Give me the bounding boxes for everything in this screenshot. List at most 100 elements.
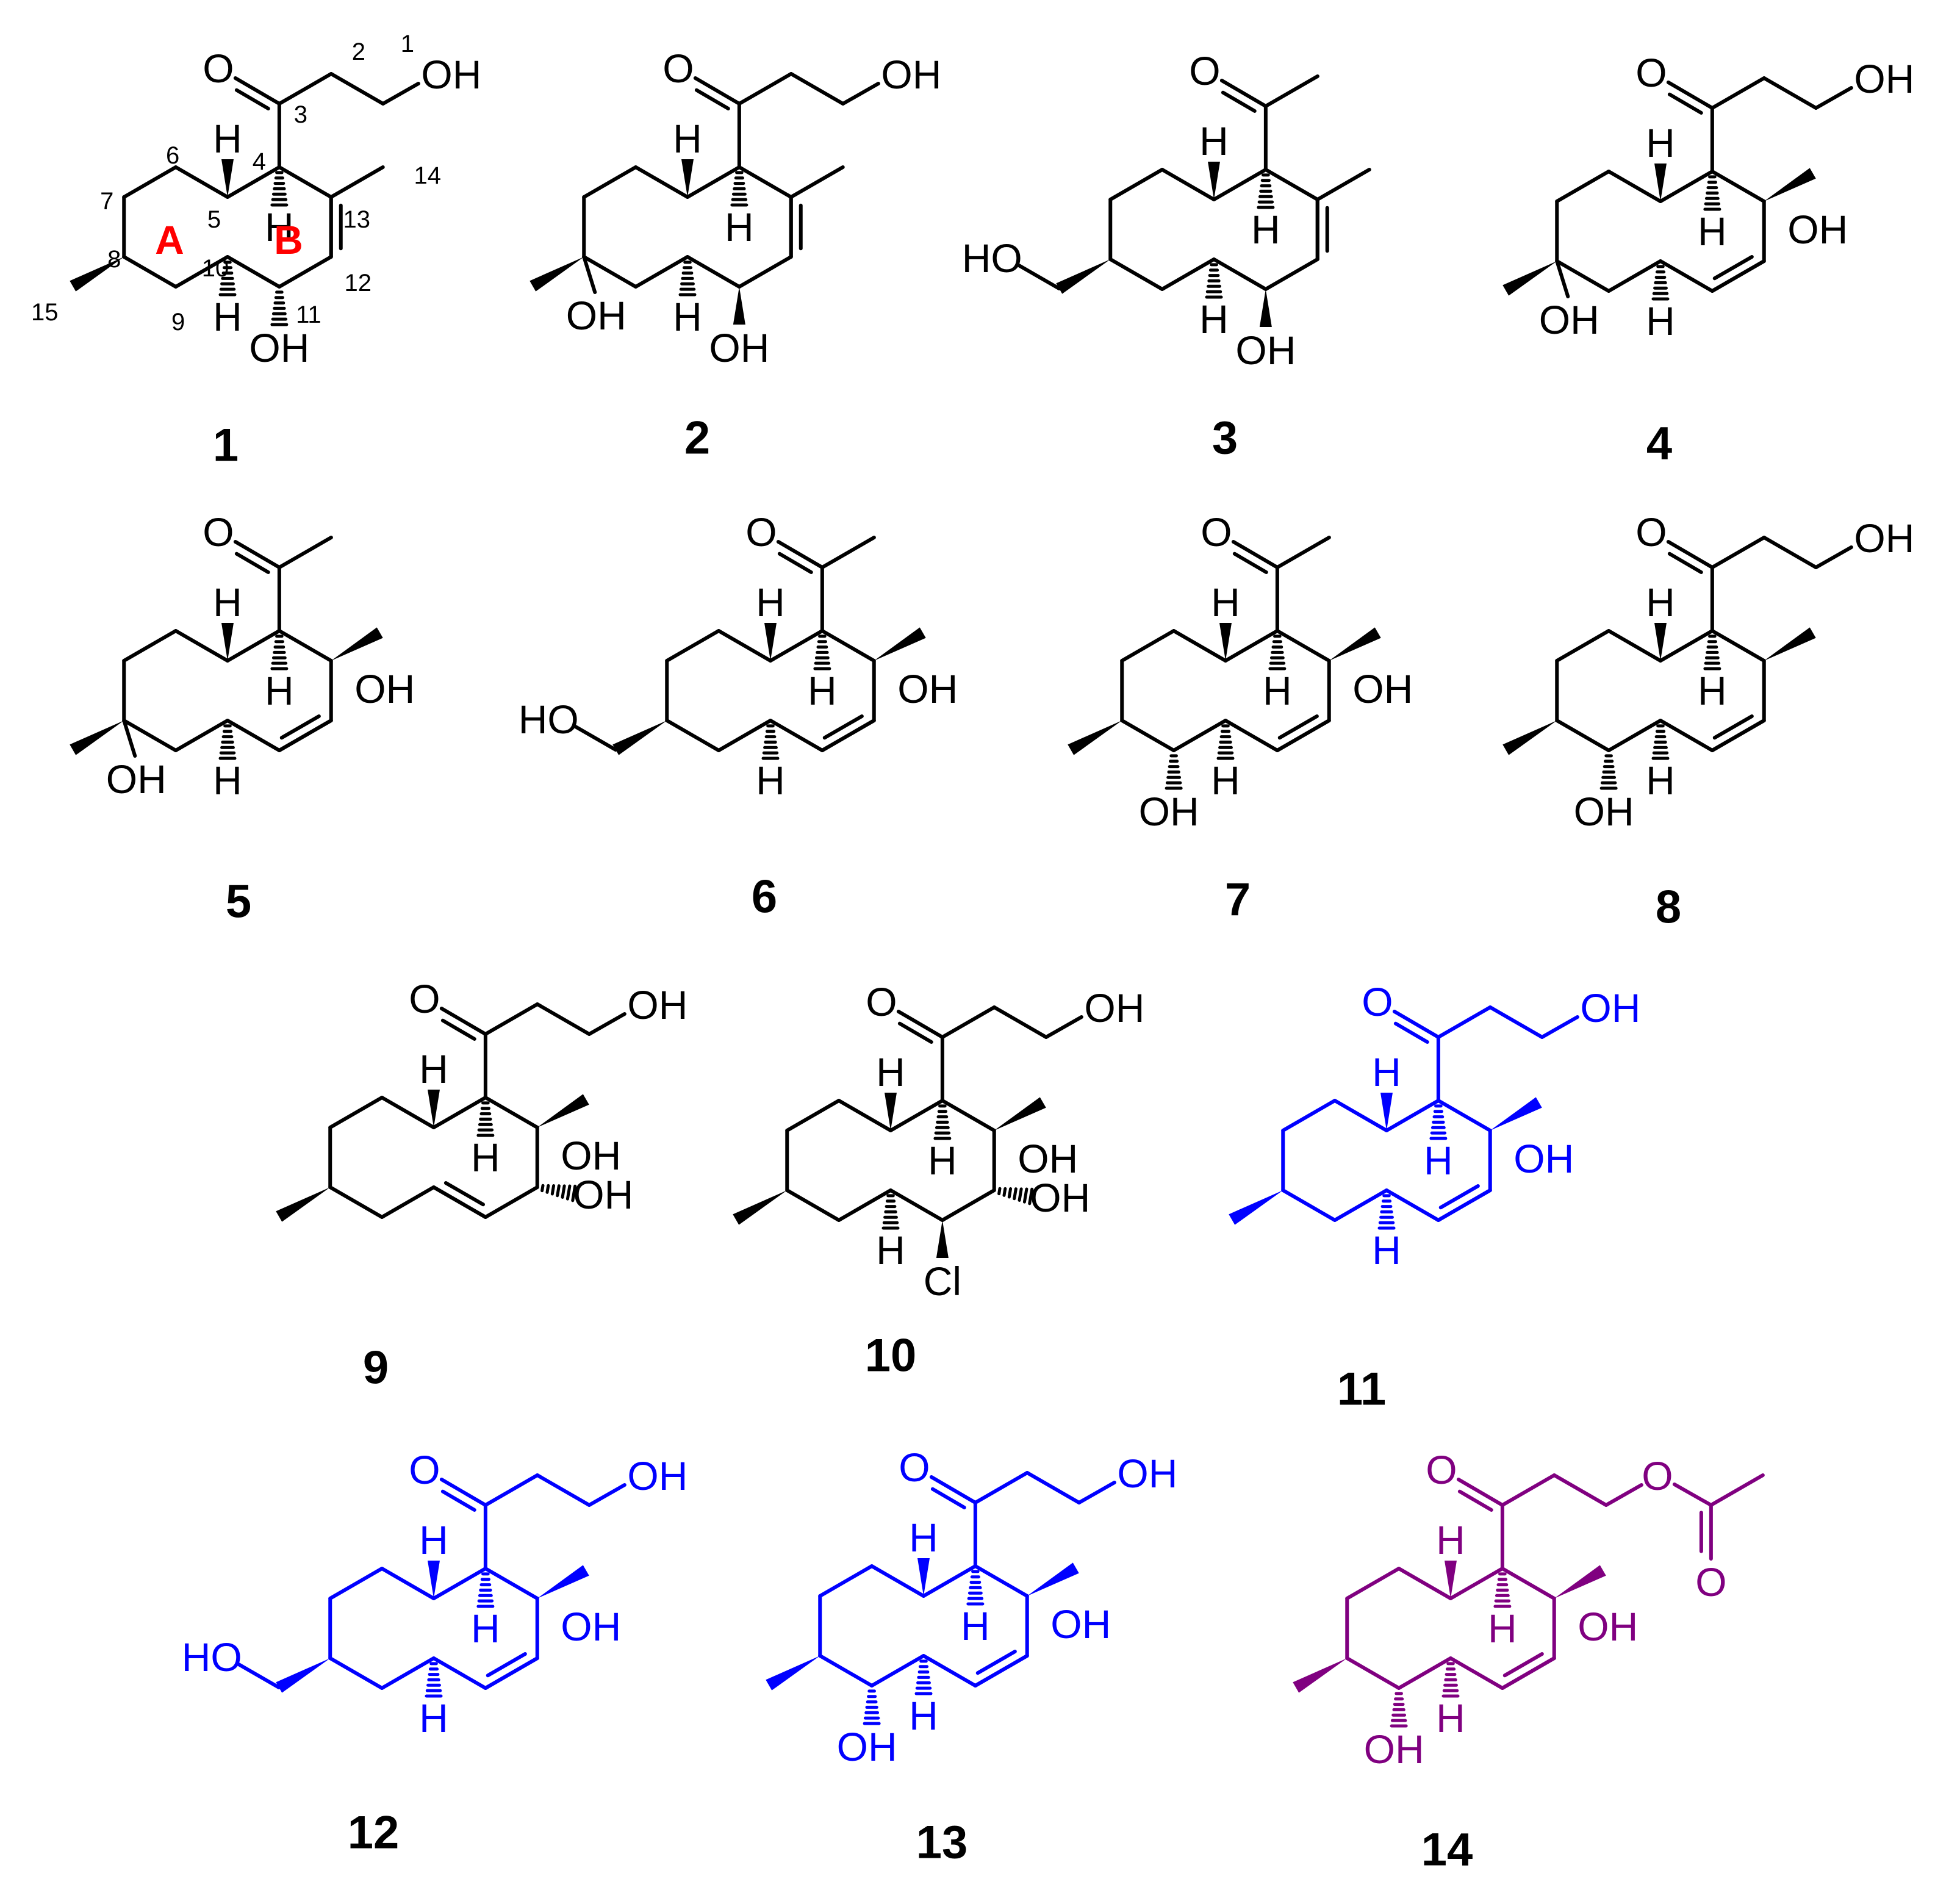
locant-label: 1 [401,31,414,57]
atom-label: H [1199,297,1229,342]
atom-label: OH [627,1453,687,1498]
locant-label: 10 [202,255,229,282]
atom-label: OH [1364,1727,1424,1772]
atom-label: H [1263,668,1292,713]
atom-label: H [419,1517,448,1562]
compound-number: 10 [865,1330,917,1382]
atom-label: H [909,1515,938,1560]
atom-label: H [419,1695,448,1741]
atom-label: OH [249,325,309,370]
atom-label: OH [1539,297,1599,342]
atom-label: O [866,979,897,1024]
atom-label: H [1436,1517,1465,1562]
locant-label: 4 [253,148,266,175]
atom-label: O [1189,48,1220,93]
locant-label: 15 [31,299,59,326]
compound-13-structure [766,1471,1116,1725]
atom-label: H [1488,1606,1517,1651]
atom-label: H [1211,580,1240,625]
compound-number: 12 [348,1807,400,1859]
locant-label: 11 [296,301,321,328]
locant-label: 5 [207,206,221,233]
compound-6-structure [573,536,926,760]
compound-number: 5 [226,876,251,928]
atom-label: H [961,1603,990,1648]
atom-label: H [471,1606,500,1651]
atom-label: H [756,758,785,803]
atom-label: O [1635,50,1667,95]
atom-label: HO [182,1634,242,1680]
atom-label: H [1251,207,1280,252]
atom-label: OH [1352,666,1413,711]
atom-label: OH [881,52,941,97]
atom-label: H [265,204,294,250]
atom-label: OH [1030,1175,1090,1220]
compound-number: 11 [1337,1364,1386,1415]
atom-label: O [899,1445,930,1490]
atom-label: H [471,1135,500,1180]
compound-number: 4 [1646,418,1672,470]
atom-label: OH [566,293,626,338]
atom-label: H [1646,298,1675,343]
atom-label: H [876,1227,905,1273]
locant-label: 6 [166,142,179,169]
locant-label: 2 [352,38,365,65]
atom-label: H [1646,120,1675,165]
ring-label-B: B [274,217,303,262]
ring-label-A: A [155,217,184,262]
atom-label: H [909,1693,938,1738]
atom-label: H [1372,1227,1401,1273]
atom-label: OH [1139,789,1199,834]
atom-label: OH [1578,1604,1638,1649]
atom-label: H [1211,758,1240,803]
atom-label: H [1646,758,1675,803]
atom-label: H [1646,580,1675,625]
locant-label: 9 [171,309,185,336]
compound-number: 13 [916,1817,968,1869]
compound-9-structure [276,1002,626,1222]
atom-label: H [213,294,242,339]
atom-label: OH [1854,516,1914,561]
atom-label: OH [1018,1136,1078,1181]
compound-4-structure [1502,76,1853,301]
atom-label: H [876,1049,905,1094]
atom-label: OH [1787,207,1848,252]
atom-label: H [213,580,242,625]
compound-number: 6 [752,871,777,923]
atom-label: H [1698,668,1727,713]
atom-label: OH [561,1133,621,1178]
atom-label: O [662,46,694,91]
atom-label: O [1362,979,1393,1024]
atom-label: H [419,1046,448,1091]
locant-label: 13 [343,206,370,233]
atom-label: OH [1574,789,1634,834]
compound-14-structure [1293,1473,1765,1728]
atom-label: O [203,46,234,91]
compound-number: 9 [363,1342,389,1394]
locant-label: 7 [100,188,113,215]
atom-label: H [265,668,294,713]
compound-8-structure [1502,536,1853,790]
atom-label: OH [561,1604,621,1649]
atom-label: OH [1084,985,1144,1030]
atom-label: OH [897,666,958,711]
compound-1-structure [70,72,420,326]
compound-11-structure [1229,1005,1579,1230]
atom-label: H [213,758,242,803]
atom-label: Cl [924,1259,961,1304]
atom-label: H [1372,1049,1401,1094]
atom-label: OH [1513,1136,1574,1181]
atom-label: HO [962,235,1022,281]
atom-label: OH [1854,56,1914,101]
atom-label: O [1695,1559,1726,1605]
atom-label: O [409,1447,440,1492]
atom-label: OH [1235,328,1296,373]
atom-label: OH [1050,1601,1111,1647]
atom-label: OH [354,666,415,711]
compound-number: 3 [1212,412,1238,464]
atom-label: OH [573,1172,633,1217]
locant-label: 12 [344,270,372,297]
compound-number: 7 [1225,874,1251,926]
atom-label: O [745,509,777,555]
